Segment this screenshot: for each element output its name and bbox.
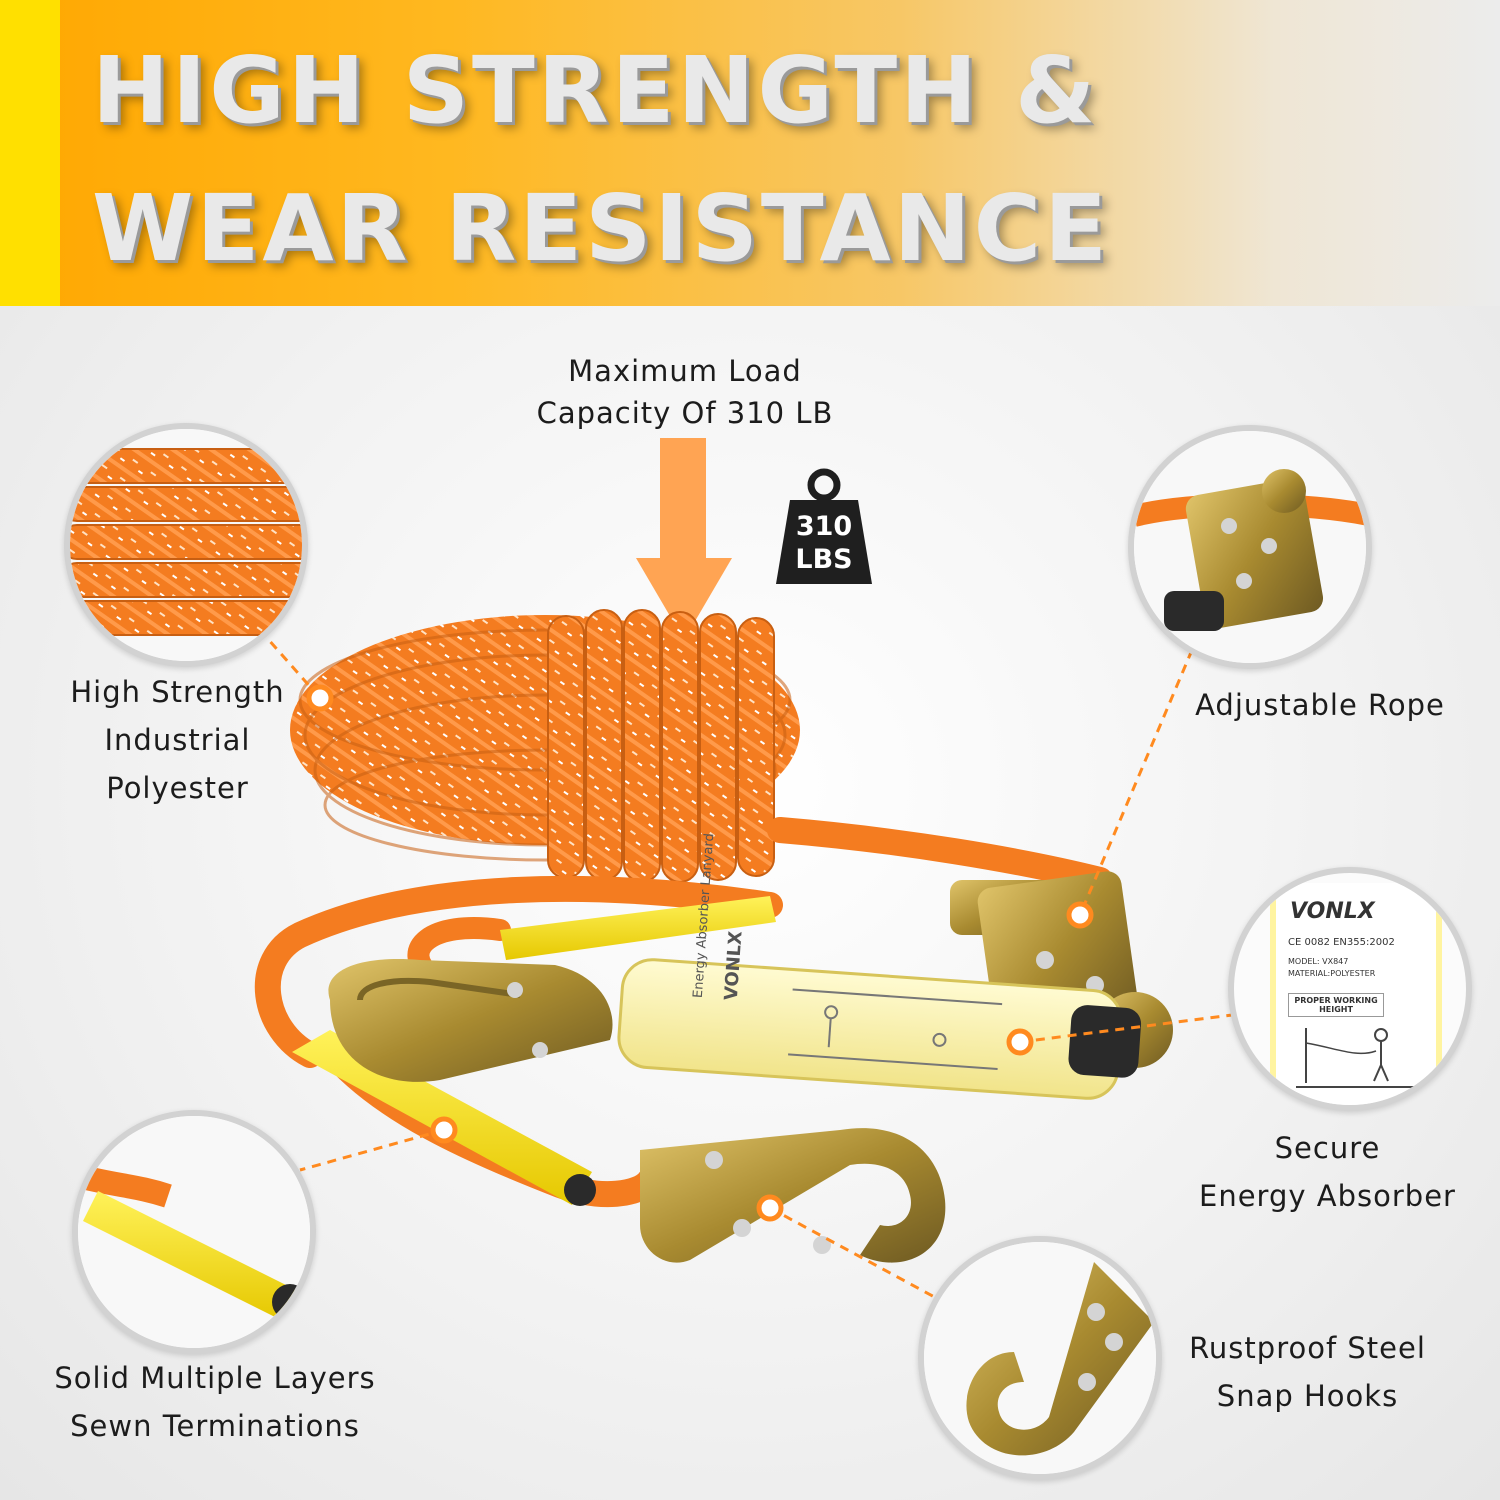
feature-adjustable: Adjustable Rope <box>1180 681 1460 729</box>
absorber-tag: VONLX CE 0082 EN355:2002 MODEL: VX847 MA… <box>1270 883 1442 1105</box>
feature-absorber-line-1: Secure <box>1274 1131 1381 1165</box>
callout-dots <box>306 684 1094 1222</box>
snap-hook-upper <box>328 959 613 1082</box>
banner-accent-stripe <box>0 0 60 306</box>
callout-connectors <box>258 629 1233 1302</box>
rope-coil-closeup <box>70 429 302 661</box>
load-caption-line-1: Maximum Load <box>568 354 802 388</box>
weight-badge-unit: LBS <box>795 544 853 575</box>
snap-hook-circle <box>918 1236 1162 1480</box>
absorber-tag-material: MATERIAL:POLYESTER <box>1288 969 1376 978</box>
load-capacity-caption: Maximum Load Capacity Of 310 LB <box>505 350 865 434</box>
feature-hooks-line-2: Snap Hooks <box>1216 1379 1399 1413</box>
feature-absorber: Secure Energy Absorber <box>1185 1124 1470 1220</box>
weight-icon <box>776 468 872 584</box>
sewn-termination-closeup <box>78 1116 310 1348</box>
rope-detail-circle <box>64 423 308 667</box>
rope-grab-detail-circle <box>1128 425 1372 669</box>
rope-grab-closeup <box>1134 431 1366 663</box>
headline-line-1: HIGH STRENGTH & <box>92 37 1099 144</box>
snap-hook-lower <box>564 1128 946 1263</box>
rope-coil <box>290 609 800 883</box>
feature-terminations-line-1: Solid Multiple Layers <box>54 1361 376 1395</box>
absorber-tag-heading: PROPER WORKING HEIGHT <box>1288 993 1384 1017</box>
feature-terminations: Solid Multiple Layers Sewn Terminations <box>40 1354 390 1450</box>
feature-polyester-line-2: Industrial <box>104 723 251 757</box>
headline-line-2: WEAR RESISTANCE <box>92 175 1111 282</box>
absorber-tag-brand: VONLX <box>1290 899 1375 924</box>
absorber-tag-model: MODEL: VX847 <box>1288 957 1349 966</box>
feature-polyester-line-1: High Strength <box>70 675 285 709</box>
energy-absorber: Energy Absorber Lanyard VONLX <box>617 833 1142 1100</box>
sleeve-upper <box>500 896 776 960</box>
svg-text:VONLX: VONLX <box>721 930 747 1001</box>
absorber-tag-circle: VONLX CE 0082 EN355:2002 MODEL: VX847 MA… <box>1228 867 1472 1111</box>
load-caption-line-2: Capacity Of 310 LB <box>536 396 834 430</box>
weight-badge-value: 310 <box>795 511 853 542</box>
load-arrow-icon <box>636 438 732 640</box>
feature-absorber-line-2: Energy Absorber <box>1199 1179 1456 1213</box>
working-height-diagram-icon <box>1296 1028 1416 1088</box>
header-banner <box>0 0 1500 306</box>
feature-terminations-line-2: Sewn Terminations <box>70 1409 360 1443</box>
feature-adjustable-line-1: Adjustable Rope <box>1195 688 1445 722</box>
feature-hooks-line-1: Rustproof Steel <box>1189 1331 1426 1365</box>
snap-hook-closeup <box>924 1242 1156 1474</box>
weight-badge: 310 LBS <box>775 468 873 584</box>
sewn-termination-circle <box>72 1110 316 1354</box>
feature-polyester: High Strength Industrial Polyester <box>55 668 300 812</box>
absorber-tag-cert: CE 0082 EN355:2002 <box>1288 937 1395 948</box>
feature-polyester-line-3: Polyester <box>106 771 249 805</box>
feature-hooks: Rustproof Steel Snap Hooks <box>1170 1324 1445 1420</box>
